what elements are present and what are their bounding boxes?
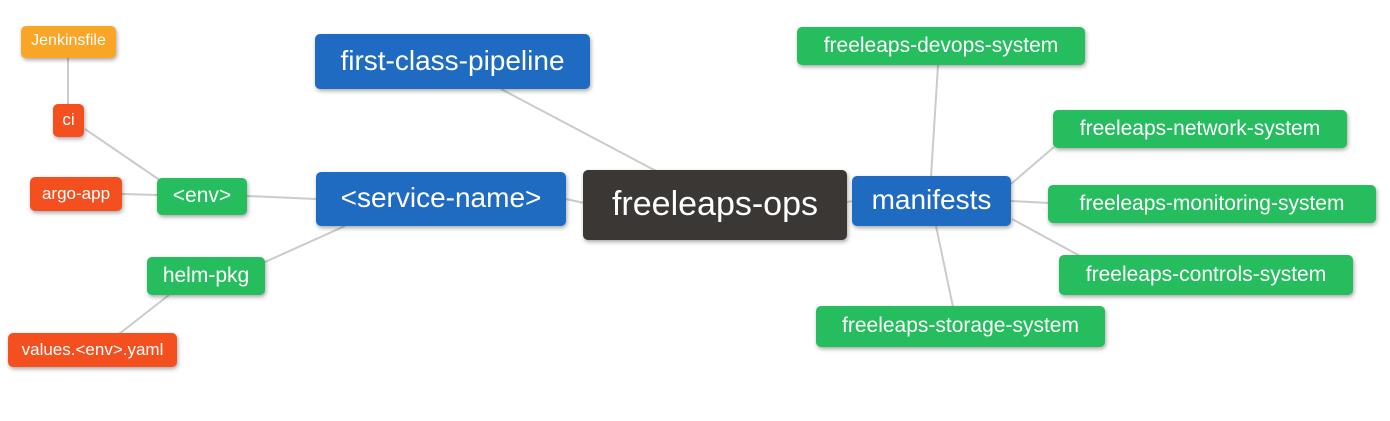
node-argo-app[interactable]: argo-app	[30, 177, 122, 211]
node-network-system[interactable]: freeleaps-network-system	[1053, 110, 1347, 148]
node-monitoring-system[interactable]: freeleaps-monitoring-system	[1048, 185, 1376, 223]
node-controls-system-label: freeleaps-controls-system	[1085, 262, 1327, 286]
node-service-name[interactable]: <service-name>	[316, 172, 566, 226]
node-manifests[interactable]: manifests	[852, 176, 1011, 226]
node-values-env-yaml-label: values.<env>.yaml	[21, 339, 164, 359]
edge-helm-pkg-to-service-name	[264, 225, 346, 263]
node-freeleaps-ops-label: freeleaps-ops	[611, 185, 818, 223]
edge-manifests-to-storage-system	[935, 225, 954, 308]
edge-devops-system-to-manifests	[930, 64, 939, 178]
node-manifests-label: manifests	[871, 184, 992, 215]
edge-manifests-to-network-system	[1010, 146, 1055, 185]
node-env-label: <env>	[172, 184, 232, 207]
node-ci-label: ci	[62, 110, 75, 129]
node-service-name-label: <service-name>	[340, 182, 542, 213]
node-devops-system-label: freeleaps-devops-system	[823, 33, 1059, 57]
edge-manifests-to-monitoring-system	[1010, 200, 1050, 204]
node-first-class-pipeline[interactable]: first-class-pipeline	[315, 34, 590, 89]
node-storage-system[interactable]: freeleaps-storage-system	[816, 306, 1105, 347]
node-env[interactable]: <env>	[157, 178, 247, 215]
node-first-class-pipeline-label: first-class-pipeline	[340, 44, 565, 76]
edge-manifests-to-controls-system	[1011, 218, 1081, 257]
node-helm-pkg-label: helm-pkg	[162, 263, 250, 287]
node-freeleaps-ops[interactable]: freeleaps-ops	[583, 170, 847, 240]
node-monitoring-system-label: freeleaps-monitoring-system	[1079, 191, 1345, 215]
edge-env-to-service-name	[246, 195, 317, 200]
edge-first-class-pipeline-to-freeleaps-ops	[500, 88, 659, 173]
node-devops-system[interactable]: freeleaps-devops-system	[797, 27, 1085, 65]
edge-argo-app-to-env	[121, 193, 158, 196]
node-ci[interactable]: ci	[53, 104, 84, 137]
node-argo-app-label: argo-app	[41, 183, 111, 203]
edge-values-env-yaml-to-helm-pkg	[118, 294, 170, 335]
node-jenkinsfile[interactable]: Jenkinsfile	[21, 26, 116, 58]
node-jenkinsfile-label: Jenkinsfile	[31, 32, 106, 49]
node-values-env-yaml[interactable]: values.<env>.yaml	[8, 333, 177, 367]
node-controls-system[interactable]: freeleaps-controls-system	[1059, 255, 1353, 295]
node-helm-pkg[interactable]: helm-pkg	[147, 257, 265, 295]
node-network-system-label: freeleaps-network-system	[1079, 116, 1321, 140]
edge-ci-to-env	[84, 128, 162, 182]
edge-service-name-to-freeleaps-ops	[565, 198, 585, 204]
node-storage-system-label: freeleaps-storage-system	[842, 314, 1079, 337]
